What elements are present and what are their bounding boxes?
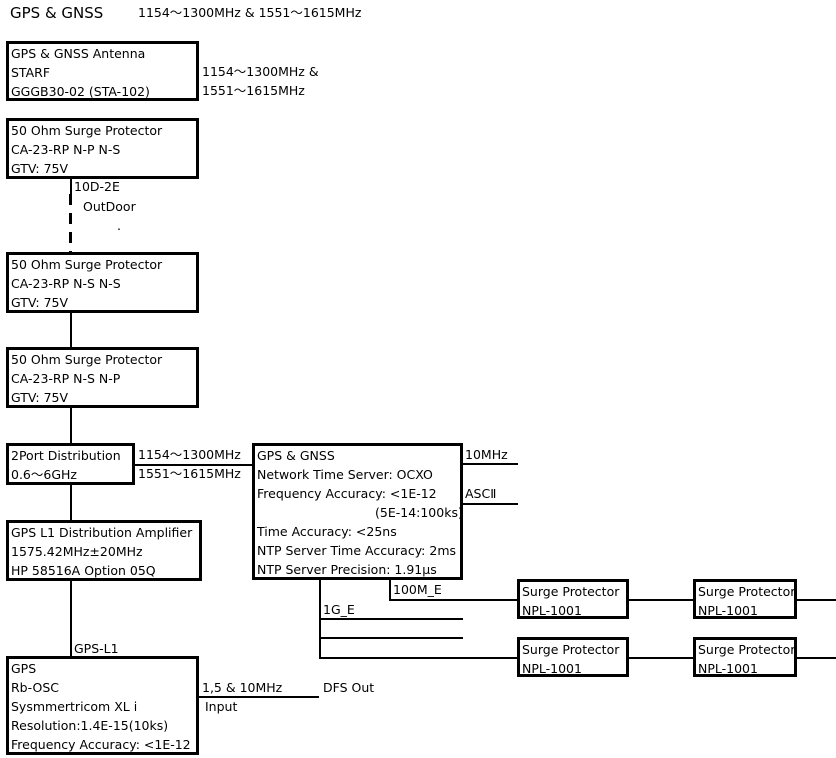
- connector-line: [199, 696, 319, 698]
- cable-mark: .: [117, 218, 121, 233]
- cable-type-label: 10D-2E: [74, 179, 120, 194]
- output-10mhz-label: 10MHz: [465, 447, 508, 462]
- port-100m-label: 100M_E: [393, 582, 442, 597]
- npl-surge-protector-line: Surge Protector: [522, 584, 620, 599]
- connector-line: [70, 179, 72, 194]
- connector-line: [463, 463, 518, 465]
- ntp-server-line: Time Accuracy: <25ns: [257, 524, 397, 539]
- distribution-band-label: 1551〜1615MHz: [138, 466, 241, 481]
- npl-surge-protector-line: Surge Protector: [698, 584, 796, 599]
- antenna-band-label: 1154〜1300MHz &: [202, 64, 319, 79]
- connector-line: [319, 618, 463, 620]
- distribution-box: 2Port Distribution 0.6〜6GHz: [6, 443, 135, 485]
- l1-amplifier-box: GPS L1 Distribution Amplifier 1575.42MHz…: [6, 520, 202, 581]
- surge-protector-line: 50 Ohm Surge Protector: [11, 123, 163, 138]
- connector-line: [797, 657, 836, 659]
- gps-l1-label: GPS-L1: [74, 641, 119, 656]
- npl-surge-protector-line: NPL-1001: [522, 661, 582, 676]
- ntp-server-line: Frequency Accuracy: <1E-12: [257, 486, 437, 501]
- surge-protector-line: CA-23-RP N-P N-S: [11, 142, 121, 157]
- rb-osc-line: Resolution:1.4E-15(10ks): [11, 718, 169, 733]
- ntp-server-line: GPS & GNSS: [257, 448, 335, 463]
- surge-protector-line: 50 Ohm Surge Protector: [11, 257, 163, 272]
- ntp-server-line: NTP Server Time Accuracy: 2ms: [257, 543, 457, 558]
- port-1g-label: 1G_E: [323, 602, 355, 617]
- ntp-server-line: (5E-14:100ks): [375, 505, 463, 520]
- connector-line: [135, 464, 252, 466]
- ntp-server-box: GPS & GNSS Network Time Server: OCXO Fre…: [252, 443, 463, 580]
- npl-surge-protector-line: NPL-1001: [698, 661, 758, 676]
- npl-surge-protector-line: NPL-1001: [698, 603, 758, 618]
- antenna-line: GPS & GNSS Antenna: [11, 46, 146, 61]
- surge-protector-box: 50 Ohm Surge Protector CA-23-RP N-S N-P …: [6, 347, 199, 408]
- antenna-line: STARF: [11, 65, 51, 80]
- output-asc-label: ASCⅡ: [465, 486, 497, 501]
- diagram-title: GPS & GNSS: [10, 4, 104, 22]
- connector-line: [319, 657, 517, 659]
- surge-protector-line: GTV: 75V: [11, 295, 69, 310]
- connector-line: [70, 313, 72, 347]
- dfs-out-label: DFS Out: [323, 680, 375, 695]
- connector-line: [629, 599, 693, 601]
- connector-line: [70, 485, 72, 520]
- antenna-line: GGGB30-02 (STA-102): [11, 84, 150, 99]
- rb-osc-line: Rb-OSC: [11, 680, 59, 695]
- connector-line: [319, 637, 463, 639]
- npl-surge-protector-box: Surge Protector NPL-1001: [517, 637, 629, 677]
- npl-surge-protector-box: Surge Protector NPL-1001: [693, 637, 797, 677]
- distribution-band-label: 1154〜1300MHz: [138, 447, 241, 462]
- ntp-server-line: Network Time Server: OCXO: [257, 467, 433, 482]
- surge-protector-line: GTV: 75V: [11, 161, 69, 176]
- connector-line: [70, 581, 72, 656]
- npl-surge-protector-line: NPL-1001: [522, 603, 582, 618]
- l1-amplifier-line: 1575.42MHz±20MHz: [11, 544, 143, 559]
- npl-surge-protector-box: Surge Protector NPL-1001: [517, 579, 629, 619]
- outdoor-cable-dashed-line: [69, 194, 72, 252]
- l1-amplifier-line: GPS L1 Distribution Amplifier: [11, 525, 193, 540]
- l1-amplifier-line: HP 58516A Option 05Q: [11, 563, 156, 578]
- ntp-server-line: NTP Server Precision: 1.91μs: [257, 562, 437, 577]
- surge-protector-line: CA-23-RP N-S N-S: [11, 276, 121, 291]
- npl-surge-protector-box: Surge Protector NPL-1001: [693, 579, 797, 619]
- npl-surge-protector-line: Surge Protector: [522, 642, 620, 657]
- rb-osc-line: Sysmmertricom XL i: [11, 699, 138, 714]
- connector-line: [463, 503, 518, 505]
- surge-protector-line: 50 Ohm Surge Protector: [11, 352, 163, 367]
- rb-osc-line: GPS: [11, 661, 37, 676]
- surge-protector-box: 50 Ohm Surge Protector CA-23-RP N-P N-S …: [6, 118, 199, 179]
- connector-line: [797, 599, 836, 601]
- antenna-box: GPS & GNSS Antenna STARF GGGB30-02 (STA-…: [6, 41, 199, 101]
- title-band-label: 1154〜1300MHz & 1551〜1615MHz: [138, 5, 362, 20]
- distribution-line: 0.6〜6GHz: [11, 467, 77, 482]
- connector-line: [629, 657, 693, 659]
- antenna-band-label: 1551〜1615MHz: [202, 83, 305, 98]
- surge-protector-line: GTV: 75V: [11, 390, 69, 405]
- rb-osc-line: Frequency Accuracy: <1E-12: [11, 737, 191, 752]
- surge-protector-line: CA-23-RP N-S N-P: [11, 371, 121, 386]
- connector-line: [70, 408, 72, 443]
- npl-surge-protector-line: Surge Protector: [698, 642, 796, 657]
- surge-protector-box: 50 Ohm Surge Protector CA-23-RP N-S N-S …: [6, 252, 199, 313]
- distribution-line: 2Port Distribution: [11, 448, 121, 463]
- connector-line: [389, 580, 391, 600]
- outdoor-label: OutDoor: [83, 199, 136, 214]
- rb-osc-input-label: Input: [205, 699, 238, 714]
- rb-osc-box: GPS Rb-OSC Sysmmertricom XL i Resolution…: [6, 656, 199, 755]
- rb-osc-output-label: 1,5 & 10MHz: [202, 680, 283, 695]
- connector-line: [389, 599, 517, 601]
